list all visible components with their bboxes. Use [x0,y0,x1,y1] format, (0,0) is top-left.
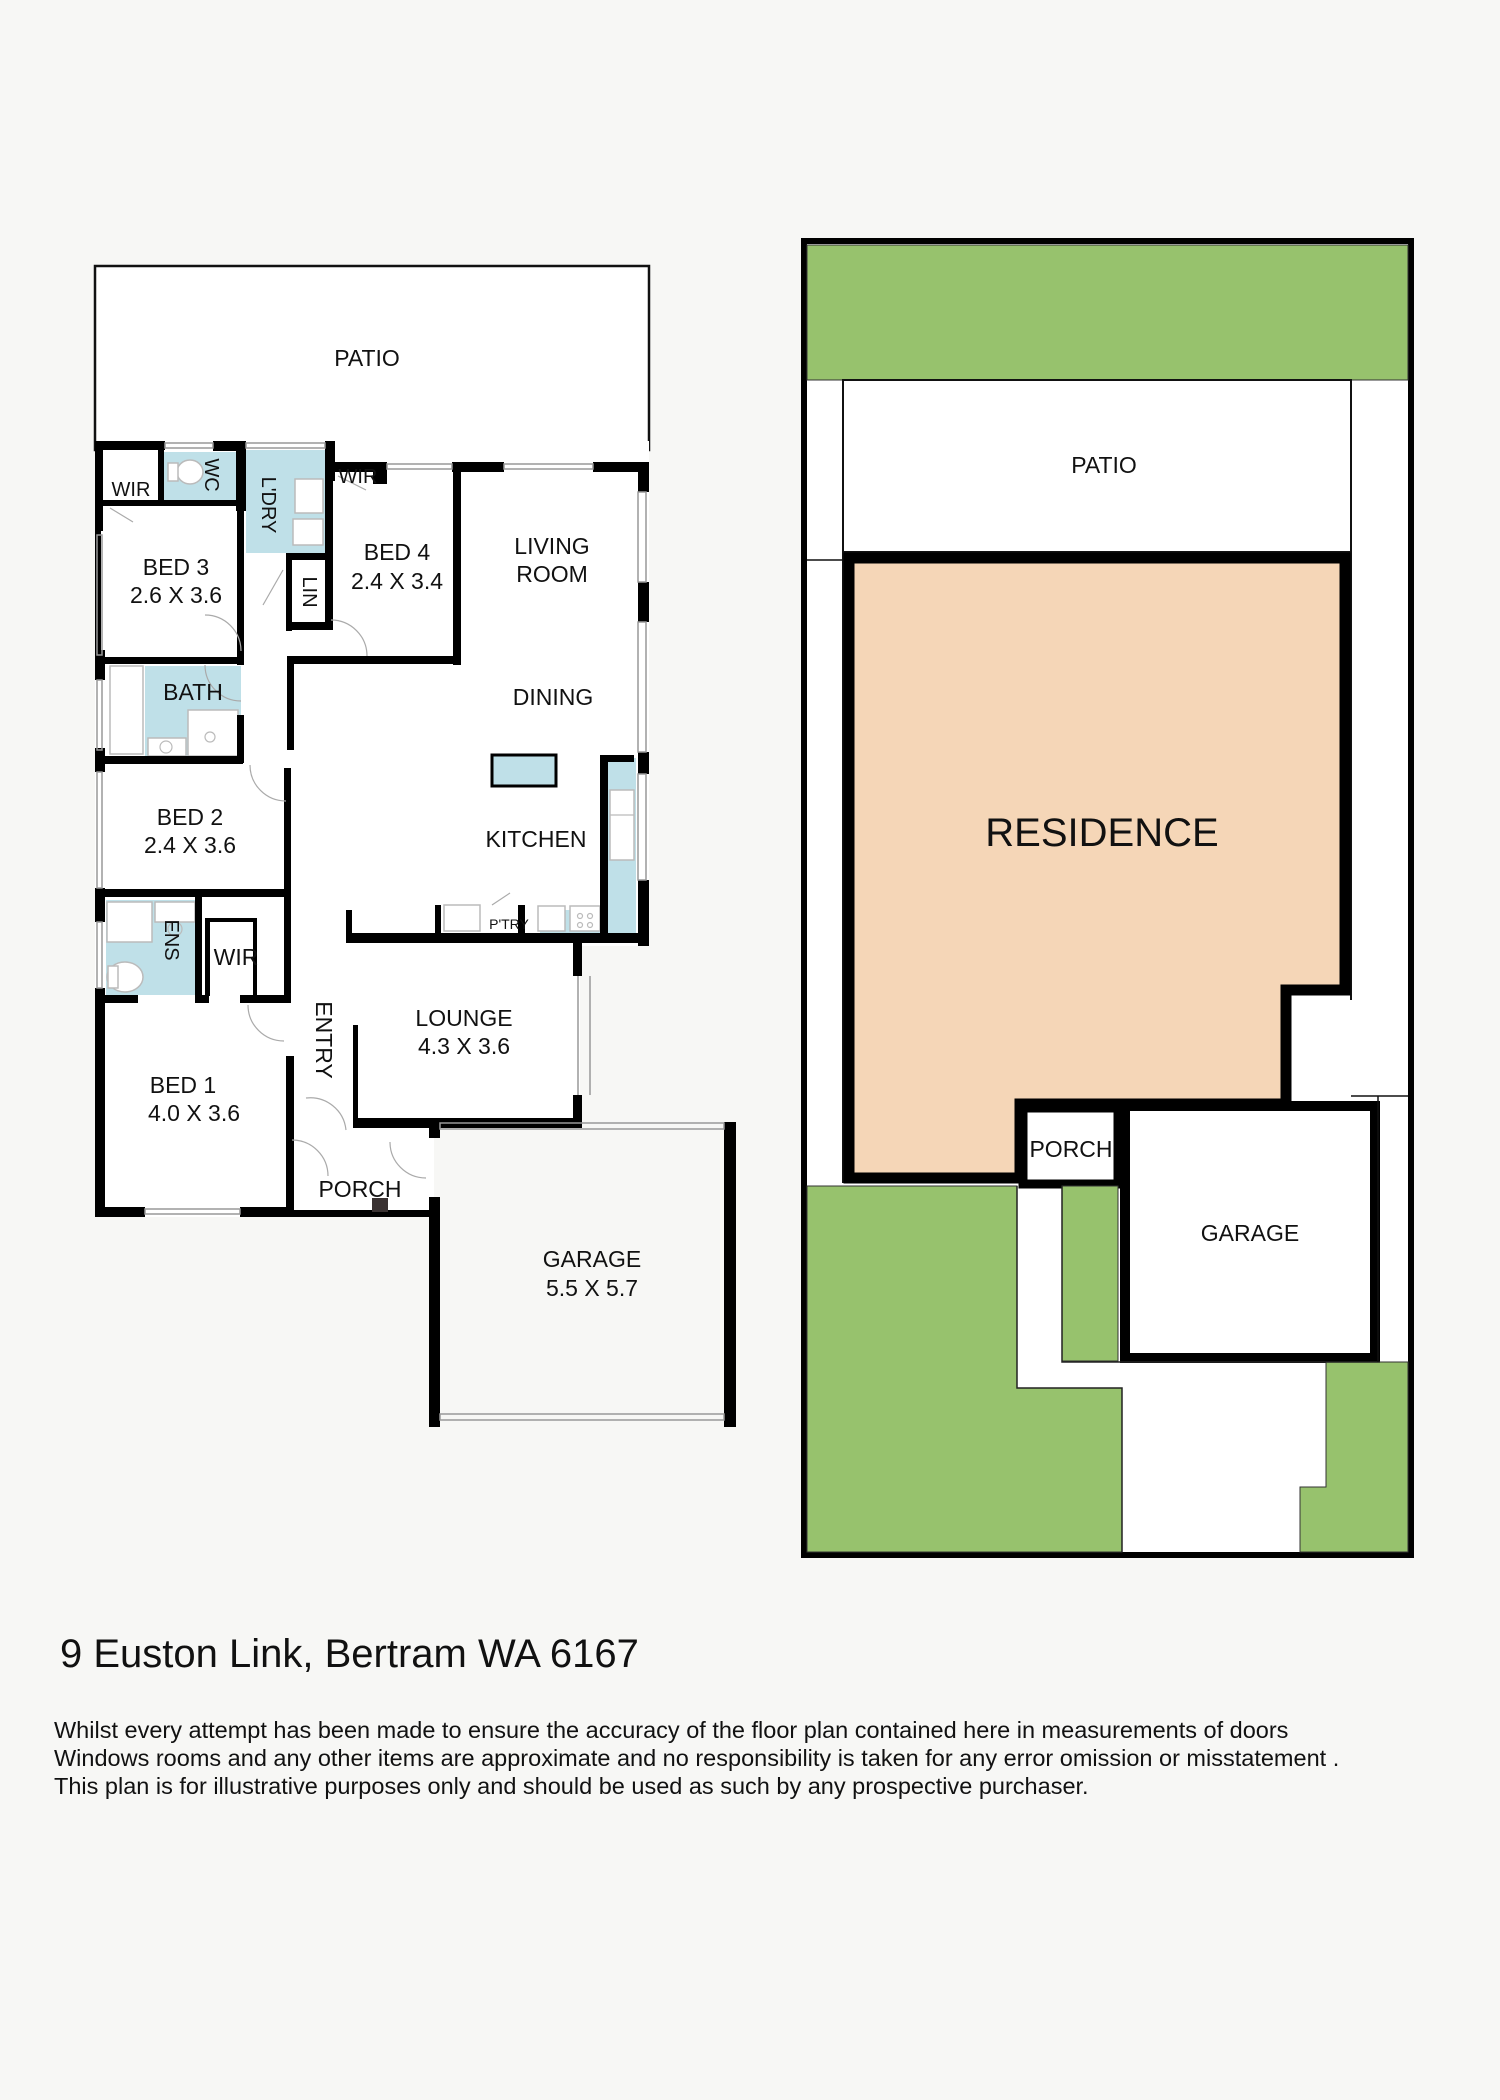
label-entry: ENTRY [311,1001,337,1079]
site-label-porch: PORCH [1029,1136,1112,1162]
label-dining: DINING [513,684,594,710]
site-label-patio: PATIO [1071,452,1137,478]
site-label-residence: RESIDENCE [985,811,1218,855]
site-porch [1018,1103,1123,1189]
site-plan: PATIO RESIDENCE PORCH GARAGE [801,238,1414,1558]
label-bath: BATH [163,679,223,705]
label-laundry: L'DRY [257,477,279,534]
site-label-garage: GARAGE [1201,1220,1299,1246]
disclaimer-line-3: This plan is for illustrative purposes o… [54,1773,1089,1799]
label-bed2-name: BED 2 [157,804,223,830]
disclaimer: Whilst every attempt has been made to en… [54,1716,1339,1800]
house-floor [95,441,649,1217]
label-wir-bed1: WIR [214,944,259,970]
kitchen-island [490,753,558,788]
disclaimer-line-2: Windows rooms and any other items are ap… [54,1745,1340,1771]
label-bed1-size: 4.0 X 3.6 [148,1100,240,1126]
thin-lines [96,442,725,1421]
label-bed4-name: BED 4 [364,539,431,565]
label-pantry: P'TRY [489,916,529,932]
label-linen: LIN [298,576,320,607]
label-wir-bed3: WIR [112,479,151,501]
label-patio: PATIO [334,345,400,371]
lawn-front-right [1299,1361,1409,1553]
fixtures [106,459,635,993]
label-bed2-size: 2.4 X 3.6 [144,832,236,858]
label-bed1-name: BED 1 [150,1072,216,1098]
label-lounge-name: LOUNGE [415,1005,512,1031]
patio-area [93,264,651,452]
residence-footprint [843,552,1351,1184]
lawn-rear [806,244,1409,381]
label-lounge-size: 4.3 X 3.6 [418,1033,510,1059]
fixture-details [159,731,634,937]
label-bed4-size: 2.4 X 3.4 [351,568,443,594]
label-porch: PORCH [318,1176,401,1202]
label-kitchen: KITCHEN [486,826,587,852]
label-garage-name: GARAGE [543,1246,641,1272]
property-address: 9 Euston Link, Bertram WA 6167 [60,1632,639,1676]
label-living-1: LIVING [514,533,589,559]
label-bed3-size: 2.6 X 3.6 [130,582,222,608]
label-garage-size: 5.5 X 5.7 [546,1275,638,1301]
floor-plan: PATIO WIR WC L'DRY WIR LIN BED 3 2.6 X 3… [93,264,736,1427]
label-living-2: ROOM [516,561,588,587]
label-wc: WC [200,458,222,491]
lawn-front-strip [1061,1185,1119,1362]
site-patio [842,379,1352,553]
label-wir-bed4: WIR [339,466,378,488]
label-bed3-name: BED 3 [143,554,209,580]
label-ensuite: ENS [160,919,182,960]
site-garage [1120,1101,1380,1363]
disclaimer-line-1: Whilst every attempt has been made to en… [54,1717,1289,1743]
door-swings [109,475,511,1179]
